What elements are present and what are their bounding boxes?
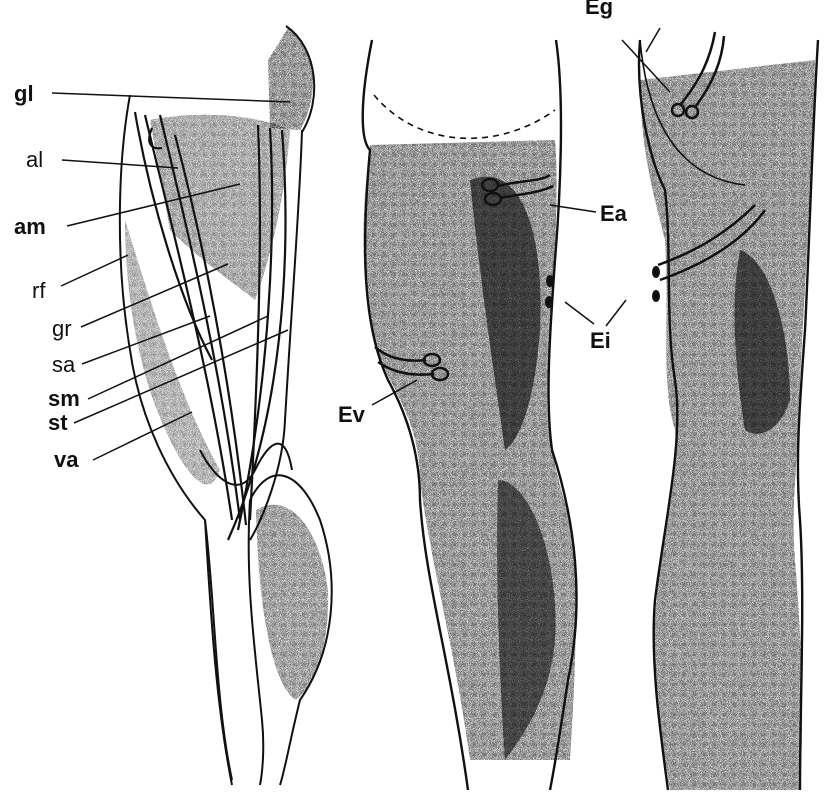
- label-gl: gl: [14, 83, 34, 105]
- middle-leg: [363, 40, 626, 790]
- label-sa: sa: [52, 354, 75, 376]
- label-Ei: Ei: [590, 330, 611, 352]
- label-gr: gr: [52, 318, 72, 340]
- left-leg-muscles: [52, 26, 332, 785]
- label-va: va: [54, 449, 78, 471]
- gluteus-shape: [268, 28, 313, 130]
- right-leg-shading: [640, 60, 815, 790]
- label-sm: sm: [48, 388, 80, 410]
- label-st: st: [48, 412, 68, 434]
- label-Eg: Eg: [585, 0, 613, 18]
- right-leg: [622, 28, 818, 790]
- label-Ev: Ev: [338, 404, 365, 426]
- label-Ea: Ea: [600, 203, 627, 225]
- label-am: am: [14, 216, 46, 238]
- adductor-region: [150, 115, 290, 300]
- label-al: al: [26, 149, 43, 171]
- label-rf: rf: [32, 280, 45, 302]
